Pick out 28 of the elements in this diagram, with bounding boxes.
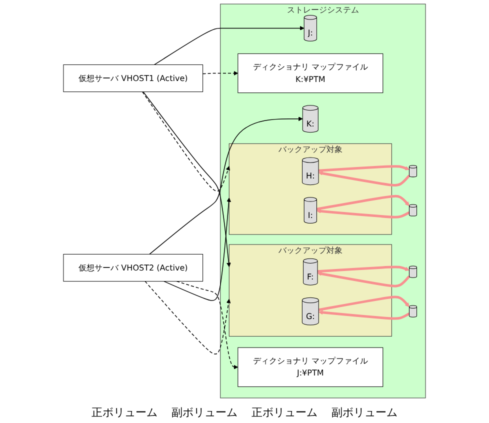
arrow [317, 266, 410, 273]
node-box: ディクショナリ マップファイル J:¥PTM [238, 347, 384, 387]
node-box: 仮想サーバ VHOST1 (Active) [63, 64, 204, 92]
volume-label: 正ボリューム [92, 405, 158, 420]
arrow [316, 194, 410, 210]
node-cylinder [408, 165, 417, 178]
node-box: ディクショナリ マップファイル K:¥PTM [238, 53, 384, 94]
arrow [154, 26, 304, 66]
node-box: 仮想サーバ VHOST2 (Active) [63, 254, 204, 282]
arrow [149, 116, 303, 255]
arrow [176, 280, 238, 370]
arrow [142, 91, 231, 268]
node-cylinder [408, 266, 417, 278]
arrow [317, 272, 410, 288]
arrow [142, 91, 230, 192]
arrow [316, 208, 410, 218]
arrow [164, 198, 231, 301]
volume-label: 副ボリューム [332, 405, 398, 420]
volume-label: 副ボリューム [172, 405, 238, 420]
arrow [318, 310, 410, 320]
node-cylinder [408, 204, 417, 216]
arrow [318, 171, 410, 186]
arrow [202, 71, 238, 76]
node-cylinder [408, 305, 417, 318]
volume-label: 正ボリューム [252, 405, 318, 420]
arrow [144, 280, 231, 354]
arrow [318, 296, 410, 312]
arrow [318, 165, 410, 172]
